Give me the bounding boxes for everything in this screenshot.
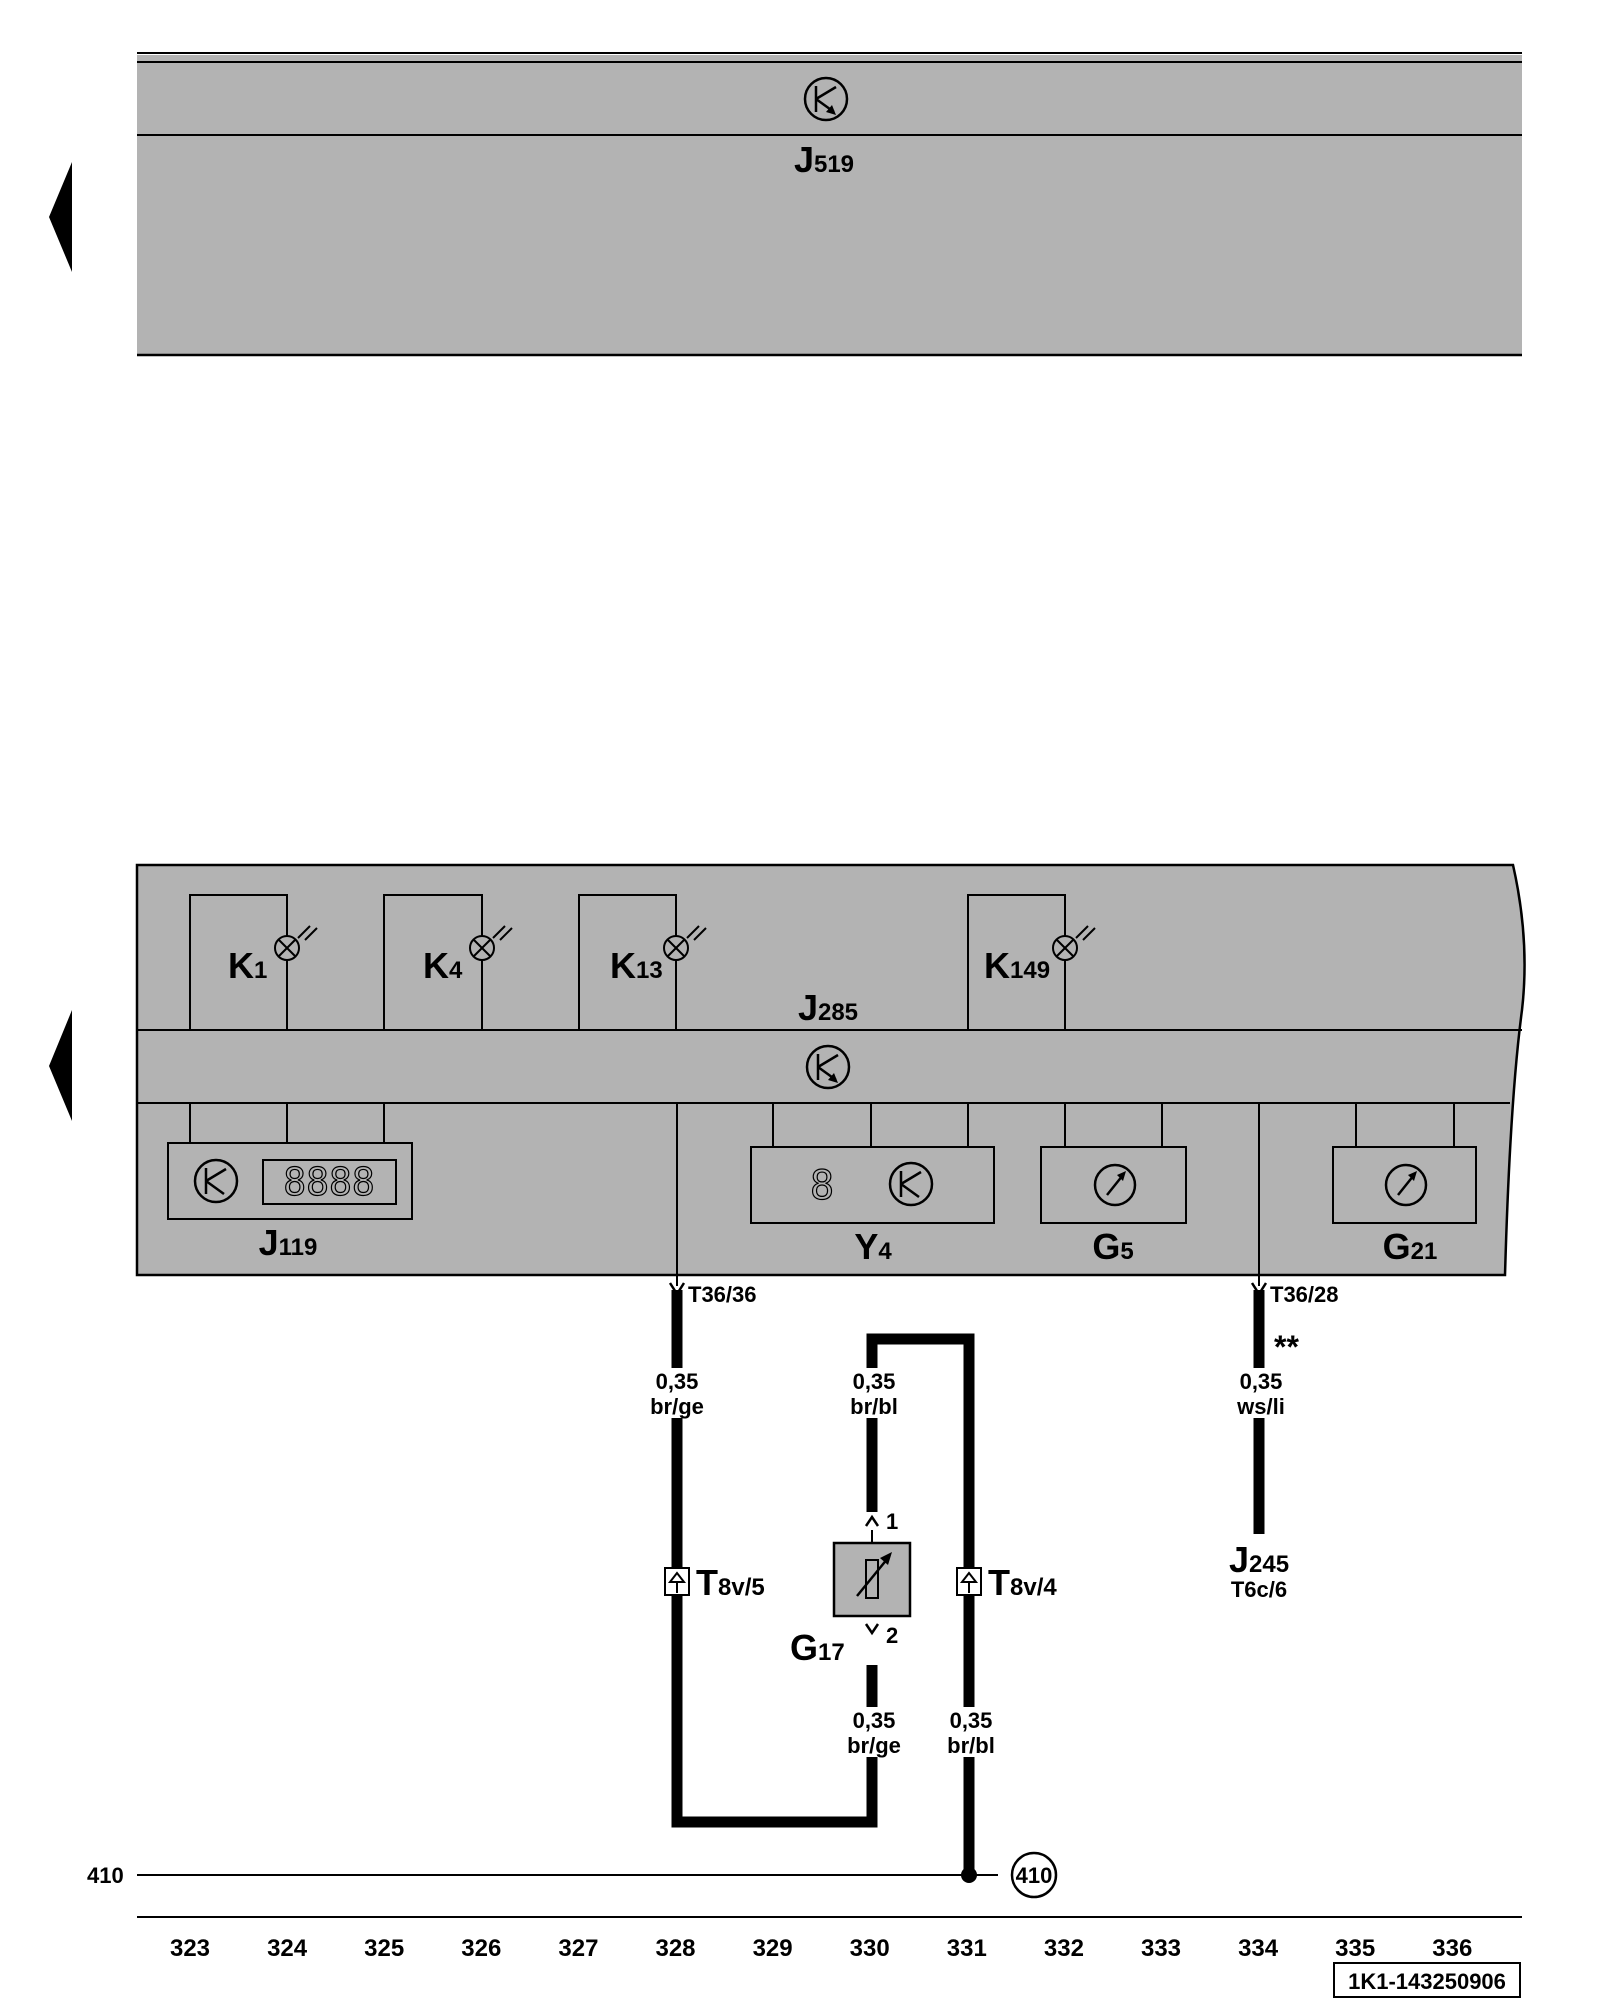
- svg-text:2: 2: [886, 1623, 898, 1648]
- display-j119: 8888 J119: [167, 1103, 413, 1263]
- axis-column-label: 324: [267, 1935, 308, 1962]
- axis-column-label: 330: [850, 1935, 890, 1962]
- ground-label: 410: [87, 1863, 124, 1888]
- svg-text:br/ge: br/ge: [847, 1733, 901, 1758]
- axis-column-label: 333: [1141, 1935, 1181, 1962]
- light-rays-icon: [492, 925, 513, 941]
- connector-arrow-icon: [668, 1282, 686, 1297]
- document-id-box: 1K1-143250906: [1333, 1962, 1521, 1998]
- axis-column-label: 334: [1238, 1935, 1279, 1962]
- svg-text:K13: K13: [610, 945, 663, 986]
- svg-text:0,35: 0,35: [656, 1369, 699, 1394]
- svg-text:K4: K4: [423, 945, 463, 986]
- ground-circle-label: 410: [1016, 1863, 1053, 1888]
- lamp-k1: K1: [189, 894, 318, 1030]
- wire-334: 0,35 ws/li: [1214, 1282, 1304, 1534]
- component-j245-pin: T6c/6: [1231, 1577, 1287, 1602]
- light-rays-icon: [1075, 925, 1096, 941]
- svg-text:1: 1: [886, 1509, 898, 1534]
- ground-reference-circle: [1010, 1851, 1058, 1899]
- connector-t8v5-label: T8v/5: [696, 1562, 765, 1603]
- upper-module-label: J519: [794, 139, 854, 180]
- transistor-icon: [193, 1158, 239, 1204]
- gauge-g5-label: G5: [1092, 1226, 1133, 1267]
- axis-column-label: 331: [947, 1935, 987, 1962]
- axis-column-label: 336: [1432, 1935, 1472, 1962]
- lamp-k4: K4: [383, 894, 513, 1030]
- upper-module: J519: [137, 52, 1522, 357]
- connector-t8v5: [664, 1567, 690, 1596]
- transistor-icon: [805, 1044, 851, 1090]
- svg-text:ws/li: ws/li: [1236, 1394, 1285, 1419]
- connector-arrow-icon: [1250, 1282, 1268, 1297]
- axis-labels: 323 324 325 326 327 328 329 330 331 332 333 334 335 3…: [170, 1935, 1472, 1962]
- axis-column-label: 326: [461, 1935, 501, 1962]
- document-id: 1K1-143250906: [1348, 1969, 1506, 1994]
- lamp-k149: K149: [967, 894, 1096, 1030]
- light-rays-icon: [297, 925, 318, 941]
- sensor-g17: 1 2 G17: [790, 1509, 912, 1668]
- connector-t36-36: T36/36: [688, 1282, 757, 1307]
- svg-text:K1: K1: [228, 945, 267, 986]
- gauge-g5: G5: [1040, 1103, 1187, 1267]
- gauge-g21: G21: [1332, 1103, 1477, 1267]
- lower-module: K1 K4 K13 K149 J285: [135, 863, 1526, 1286]
- display-digits: 8888: [283, 1160, 375, 1204]
- svg-text:0,35: 0,35: [1240, 1369, 1283, 1394]
- axis-column-label: 327: [558, 1935, 598, 1962]
- axis-column-label: 325: [364, 1935, 404, 1962]
- display-label: J119: [259, 1222, 318, 1263]
- connector-t8v4: [956, 1567, 982, 1596]
- thermistor-icon: [856, 1552, 892, 1599]
- axis-column-label: 328: [655, 1935, 695, 1962]
- svg-text:K149: K149: [984, 945, 1050, 986]
- connector-t8v4-label: T8v/4: [988, 1562, 1057, 1603]
- axis-column-label: 323: [170, 1935, 210, 1962]
- connector-t36-28: T36/28: [1270, 1282, 1339, 1307]
- gauge-g21-label: G21: [1383, 1226, 1438, 1267]
- svg-text:br/bl: br/bl: [947, 1733, 995, 1758]
- transistor-icon: [803, 76, 849, 122]
- indicator-digit: 8: [810, 1163, 834, 1209]
- indicator-y4: 8 Y4: [750, 1103, 995, 1267]
- page-back-arrow-icon[interactable]: [49, 162, 72, 272]
- svg-text:br/ge: br/ge: [650, 1394, 704, 1419]
- lamp-k13: K13: [578, 894, 707, 1030]
- svg-text:0,35: 0,35: [950, 1708, 993, 1733]
- sensor-label: G17: [790, 1627, 845, 1668]
- svg-text:br/bl: br/bl: [850, 1394, 898, 1419]
- axis-column-label: 335: [1335, 1935, 1375, 1962]
- svg-text:0,35: 0,35: [853, 1708, 896, 1733]
- transistor-icon: [888, 1161, 934, 1207]
- axis-column-label: 332: [1044, 1935, 1084, 1962]
- ground-line: [137, 1851, 1058, 1899]
- page-back-arrow-icon[interactable]: [49, 1010, 72, 1121]
- gauge-icon: [1384, 1163, 1428, 1207]
- axis-column-label: 329: [753, 1935, 793, 1962]
- svg-text:0,35: 0,35: [853, 1369, 896, 1394]
- wire-330-331-loop: 0,35 br/bl 0,35 br/ge 0,35 br/bl: [827, 1333, 1015, 1875]
- component-j245-label: J245: [1229, 1539, 1289, 1580]
- lower-module-label: J285: [798, 987, 858, 1028]
- light-rays-icon: [686, 925, 707, 941]
- gauge-icon: [1093, 1163, 1137, 1207]
- indicator-label: Y4: [854, 1226, 892, 1267]
- footnote-marker: **: [1274, 1329, 1299, 1365]
